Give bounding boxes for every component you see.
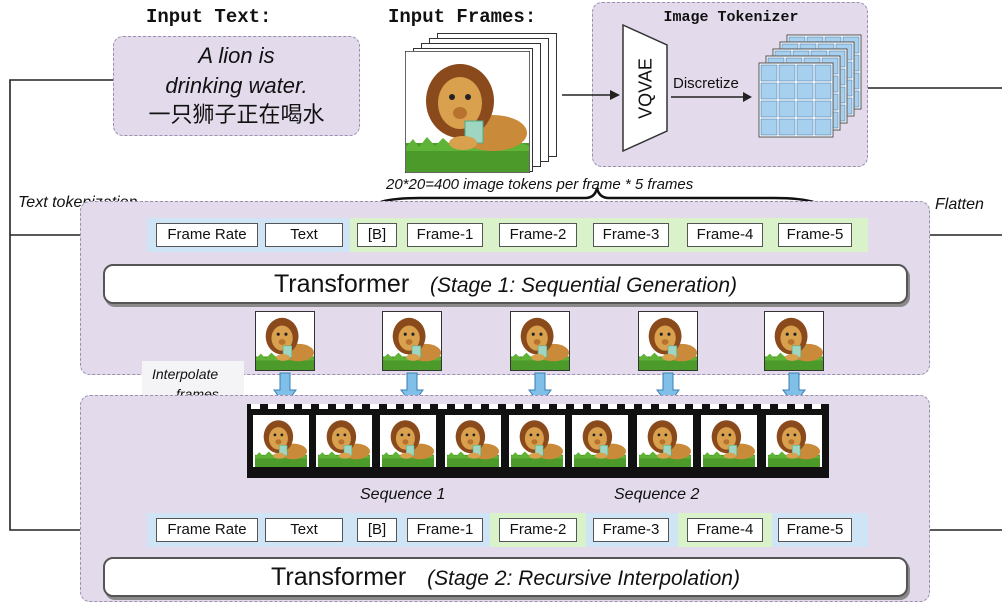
tokenizer-title: Image Tokenizer <box>663 9 799 26</box>
discretize-arrow <box>671 92 752 102</box>
film-frame <box>571 414 629 468</box>
film-hole <box>574 404 583 409</box>
stage1-token: Frame-2 <box>499 223 577 247</box>
film-hole <box>676 404 685 409</box>
film-hole <box>489 404 498 409</box>
stage2-token: Frame-3 <box>593 518 669 542</box>
generated-frame-thumbnail <box>255 311 315 371</box>
stage1-token: Frame-5 <box>778 223 852 247</box>
stage2-token: Frame-4 <box>687 518 763 542</box>
film-frame <box>636 414 694 468</box>
tokens-per-frame-label: 20*20=400 image tokens per frame * 5 fra… <box>386 176 694 193</box>
film-hole <box>710 404 719 409</box>
film-hole <box>591 404 600 409</box>
film-hole <box>251 404 260 409</box>
film-hole <box>319 404 328 409</box>
film-frame <box>444 414 502 468</box>
film-frame <box>252 414 310 468</box>
film-hole <box>727 404 736 409</box>
discretize-label: Discretize <box>673 75 739 92</box>
stage1-transformer-label: Transformer <box>273 270 410 298</box>
input-text-line2: drinking water. <box>165 73 308 98</box>
film-hole <box>812 404 821 409</box>
film-hole <box>795 404 804 409</box>
film-frame <box>765 414 823 468</box>
film-hole <box>353 404 362 409</box>
film-hole <box>302 404 311 409</box>
input-frames-heading: Input Frames: <box>388 6 537 28</box>
film-hole <box>506 404 515 409</box>
film-hole <box>421 404 430 409</box>
sequence2-label: Sequence 2 <box>614 486 700 503</box>
film-hole <box>370 404 379 409</box>
stage2-transformer-subtitle: (Stage 2: Recursive Interpolation) <box>427 567 740 590</box>
film-hole <box>285 404 294 409</box>
interpolate-label-line1: Interpolate <box>152 366 219 382</box>
input-lion-image <box>405 51 530 173</box>
film-hole <box>744 404 753 409</box>
film-frame <box>508 414 566 468</box>
film-hole <box>693 404 702 409</box>
stage1-token: Frame Rate <box>156 223 258 247</box>
stage2-token: [B] <box>357 518 397 542</box>
film-hole <box>557 404 566 409</box>
film-hole <box>268 404 277 409</box>
film-frame <box>379 414 437 468</box>
input-text-heading: Input Text: <box>146 6 272 28</box>
film-hole <box>472 404 481 409</box>
film-hole <box>761 404 770 409</box>
flatten-label: Flatten <box>935 196 984 213</box>
stage2-transformer: Transformer (Stage 2: Recursive Interpol… <box>103 557 908 597</box>
stage1-token: Frame-4 <box>687 223 763 247</box>
stage2-token: Text <box>265 518 343 542</box>
generated-frame-thumbnail <box>510 311 570 371</box>
film-hole <box>404 404 413 409</box>
film-hole <box>523 404 532 409</box>
film-hole <box>642 404 651 409</box>
film-hole <box>438 404 447 409</box>
stage1-token: Frame-3 <box>593 223 669 247</box>
film-hole <box>608 404 617 409</box>
film-hole <box>455 404 464 409</box>
stage1-token: Frame-1 <box>407 223 483 247</box>
film-hole <box>336 404 345 409</box>
stage2-transformer-label: Transformer <box>271 563 407 591</box>
input-frames-stack <box>405 33 560 173</box>
stage2-token: Frame-5 <box>778 518 852 542</box>
vqvae-block <box>622 23 668 153</box>
token-grid-stack <box>758 34 862 138</box>
film-hole <box>778 404 787 409</box>
image-tokenizer-panel: Image Tokenizer VQVAE Discretize <box>592 2 868 167</box>
film-hole <box>625 404 634 409</box>
stage2-token: Frame-2 <box>499 518 577 542</box>
film-frame <box>315 414 373 468</box>
stage1-token: [B] <box>357 223 397 247</box>
input-text-box: A lion is drinking water. 一只狮子正在喝水 <box>113 36 360 136</box>
stage1-transformer-subtitle: (Stage 1: Sequential Generation) <box>430 274 738 297</box>
generated-frame-thumbnail <box>764 311 824 371</box>
stage1-token: Text <box>265 223 343 247</box>
stage2-token: Frame Rate <box>156 518 258 542</box>
film-hole <box>387 404 396 409</box>
sequence1-label: Sequence 1 <box>360 486 446 503</box>
input-text-line1: A lion is <box>198 43 275 68</box>
stage2-token: Frame-1 <box>407 518 483 542</box>
input-text-line3: 一只狮子正在喝水 <box>148 103 325 128</box>
generated-frame-thumbnail <box>382 311 442 371</box>
generated-frame-thumbnail <box>638 311 698 371</box>
film-hole <box>659 404 668 409</box>
film-frame <box>700 414 758 468</box>
stage1-transformer: Transformer (Stage 1: Sequential Generat… <box>103 264 908 304</box>
film-hole <box>540 404 549 409</box>
